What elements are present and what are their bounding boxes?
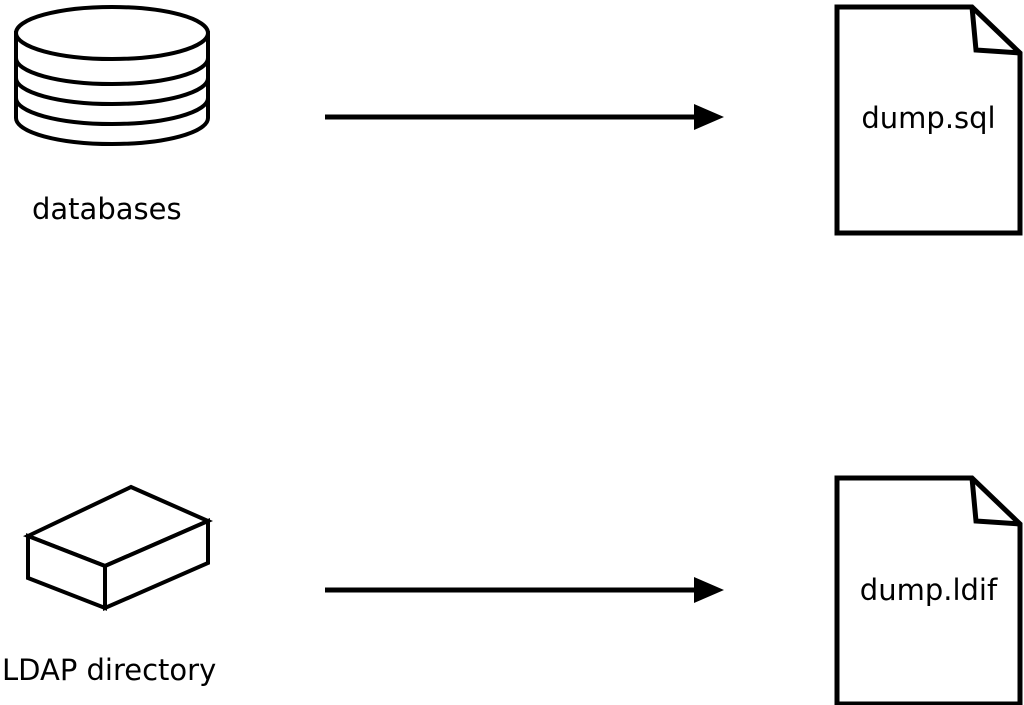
database-cylinder-icon [14, 5, 210, 146]
box-3d-icon [22, 484, 213, 612]
arrow-right-icon [325, 104, 724, 130]
database-disk-line [14, 77, 210, 106]
source-label-databases: databases [32, 192, 182, 226]
document-outline [834, 475, 1023, 705]
document-icon [834, 4, 1023, 236]
document-fold [969, 477, 1021, 527]
arrow-head [694, 104, 724, 130]
document-outline [834, 4, 1023, 236]
file-name-dump-ldif: dump.ldif [859, 573, 998, 607]
document-icon [834, 475, 1023, 705]
document-fold [969, 6, 1021, 56]
database-top [14, 5, 210, 61]
database-disk-line [14, 57, 210, 86]
source-label-ldap-directory: LDAP directory [2, 653, 217, 687]
arrow-head [694, 577, 724, 603]
database-disk-line [14, 97, 210, 126]
box-right-face [103, 517, 210, 612]
database-body [14, 31, 210, 146]
arrow-right-icon [325, 577, 724, 603]
file-name-dump-sql: dump.sql [861, 101, 996, 135]
